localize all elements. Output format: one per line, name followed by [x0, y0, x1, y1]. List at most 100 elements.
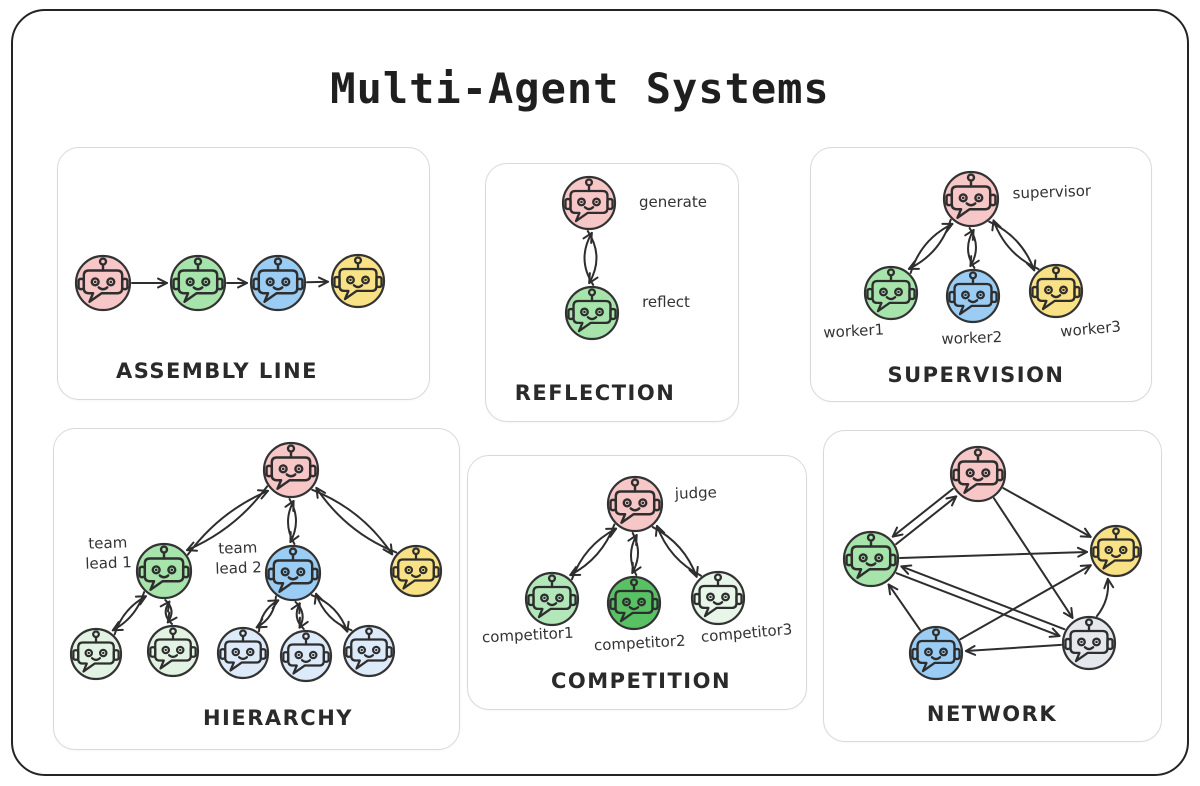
- reflection-diagram: generate reflect: [561, 175, 707, 341]
- robot-icon: [149, 627, 197, 670]
- edge-g-w1-lead1: [113, 595, 147, 636]
- robot-icon: [282, 632, 330, 675]
- panel-reflection: generate reflect REFLECTION: [485, 163, 739, 422]
- panel-assembly-line: ASSEMBLY LINE: [57, 147, 430, 400]
- robot-icon: [219, 629, 267, 672]
- robot-icon: [77, 257, 129, 303]
- agent-node-generate: [561, 175, 617, 231]
- edge-worker2-supervisor: [964, 228, 976, 269]
- edge-agent-gray-agent-blue: [964, 643, 1063, 656]
- edge-g-w2-lead1: [159, 600, 173, 625]
- agent-node-agent-green: [842, 530, 900, 588]
- node-label: teamlead 2: [214, 538, 262, 578]
- robot-icon: [911, 628, 961, 673]
- agent-node-worker3: [1028, 263, 1084, 319]
- robot-icon: [564, 178, 614, 223]
- edge-lead1-root: [186, 489, 269, 556]
- edge-agent-pink-agent-green: [891, 487, 954, 538]
- robot-icon: [138, 545, 190, 591]
- edge-b-w3-lead2: [313, 592, 353, 632]
- node-label: supervisor: [1012, 182, 1092, 203]
- agent-node-agent-gray: [1061, 615, 1117, 671]
- agent-node-worker1: [863, 265, 919, 321]
- robot-icon: [609, 478, 661, 524]
- edge-agent1-agent2: [131, 277, 168, 289]
- robot-icon: [567, 288, 617, 333]
- agent-node-competitor3: [690, 570, 746, 626]
- agent-node-agent2: [169, 254, 227, 312]
- node-label: worker2: [941, 328, 1002, 348]
- agent-node-worker2: [945, 268, 1001, 324]
- robot-icon: [945, 173, 997, 219]
- assembly-line-diagram: [74, 253, 386, 312]
- robot-icon: [392, 547, 440, 590]
- robot-icon: [527, 574, 577, 619]
- page-title: Multi-Agent Systems: [330, 64, 830, 114]
- agent-node-b-w2: [279, 629, 333, 683]
- agent-node-agent3: [249, 254, 307, 312]
- robot-icon: [172, 257, 224, 303]
- edge-competitor3-judge: [654, 524, 702, 577]
- agent-node-lead1: [135, 542, 193, 600]
- edge-agent-gray-agent-green: [900, 564, 1066, 631]
- robot-icon: [252, 257, 304, 303]
- robot-icon: [693, 573, 743, 618]
- node-label: generate: [639, 193, 707, 211]
- agent-node-agent-yellow: [1089, 524, 1143, 578]
- edge-agent2-agent3: [226, 277, 248, 289]
- robot-icon: [345, 627, 393, 670]
- node-label: teamlead 1: [84, 533, 132, 573]
- edge-root-member3: [311, 488, 394, 556]
- panel-title: SUPERVISION: [887, 363, 1065, 387]
- agent-node-agent1: [74, 254, 132, 312]
- edge-agent-blue-agent-green: [887, 583, 922, 631]
- agent-node-agent-pink: [949, 445, 1007, 503]
- agent-node-lead2: [264, 544, 322, 602]
- agent-node-reflect: [564, 285, 620, 341]
- panel-title: COMPETITION: [550, 669, 732, 693]
- edge-member3-root: [315, 486, 398, 554]
- agent-node-judge: [606, 475, 664, 533]
- robot-icon: [609, 578, 659, 623]
- edge-agent-green-agent-yellow: [898, 546, 1089, 560]
- node-label: competitor2: [594, 632, 686, 655]
- panel-title: NETWORK: [926, 702, 1058, 726]
- edge-agent-green-agent-pink: [895, 495, 958, 546]
- node-label: competitor1: [482, 624, 574, 647]
- robot-icon: [866, 268, 916, 313]
- robot-icon: [265, 444, 317, 490]
- robot-icon: [267, 547, 319, 593]
- edge-agent-pink-agent-yellow: [1002, 487, 1092, 538]
- agent-node-competitor1: [524, 571, 580, 627]
- edge-b-w2-lead2: [290, 602, 305, 631]
- agent-node-member3: [389, 544, 443, 598]
- network-diagram: [842, 445, 1143, 681]
- node-label: judge: [674, 483, 718, 502]
- edge-competitor1-judge: [570, 527, 618, 581]
- agent-node-g-w1: [69, 627, 123, 681]
- agent-node-agent-blue: [908, 625, 964, 681]
- edge-agent-gray-agent-yellow: [1095, 577, 1115, 618]
- edge-competitor2-judge: [627, 534, 638, 577]
- panel-title: REFLECTION: [514, 381, 676, 405]
- robot-icon: [1031, 266, 1081, 311]
- node-label: reflect: [642, 293, 690, 311]
- panel-title: ASSEMBLY LINE: [115, 359, 319, 383]
- agent-node-b-w3: [342, 624, 396, 678]
- edge-agent3-agent4: [305, 276, 330, 288]
- robot-icon: [948, 271, 998, 316]
- robot-icon: [1092, 527, 1140, 570]
- edge-agent-pink-agent-gray: [992, 497, 1074, 619]
- panel-network: NETWORK: [823, 430, 1162, 742]
- agent-node-root: [262, 441, 320, 499]
- edge-reflect-generate: [582, 231, 595, 286]
- robot-icon: [952, 448, 1004, 494]
- node-label: worker1: [823, 320, 885, 341]
- robot-icon: [72, 630, 120, 673]
